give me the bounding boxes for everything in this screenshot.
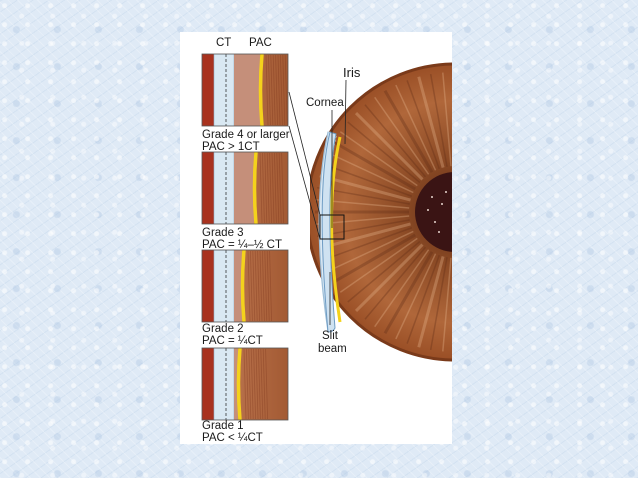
iris-striation	[259, 250, 263, 322]
iris-striation	[254, 250, 258, 322]
aqueous-band	[330, 136, 342, 323]
iris-fiber	[333, 233, 416, 284]
iris-fiber	[323, 227, 413, 261]
iris-striation	[265, 348, 268, 420]
pac-label: PAC	[249, 37, 272, 49]
gonioscopy-figure: Iris Cornea Slit beam CT PAC	[180, 32, 452, 444]
iris-fiber	[347, 240, 421, 303]
grade-3-title: Grade 3	[202, 227, 244, 239]
iris-fiber	[339, 237, 418, 293]
iris-striation	[264, 250, 268, 322]
iris-fiber	[323, 163, 413, 197]
iris-striation	[280, 54, 283, 126]
iris-striation	[271, 152, 275, 224]
iris-fiber	[406, 254, 440, 344]
slit-beam	[321, 131, 337, 333]
grade-1-title: Grade 1	[202, 420, 244, 432]
ct-label: CT	[216, 37, 231, 49]
iris-striation	[276, 152, 280, 224]
iris-label: Iris	[343, 65, 361, 80]
grade-1-rule: PAC < ¼CT	[202, 432, 263, 444]
iris-fiber	[374, 249, 430, 328]
iris-striation	[269, 152, 272, 224]
slit-label: Slit	[322, 330, 339, 342]
iris-striation	[250, 348, 254, 420]
iris-striation	[268, 54, 271, 126]
iris-striation	[252, 250, 256, 322]
grade-3-section	[202, 152, 288, 224]
grade-1-section	[202, 348, 288, 420]
iris-striation	[284, 54, 288, 126]
iris-striation	[255, 348, 259, 420]
grade-4-title: Grade 4 or larger	[202, 129, 290, 141]
iris-fiber	[319, 174, 411, 202]
iris-striation	[282, 54, 286, 126]
iris-striation	[272, 54, 276, 126]
iris-striation	[266, 152, 270, 224]
iris-fiber	[339, 131, 418, 187]
iris-fiber	[429, 257, 448, 351]
grade-4-section	[202, 54, 288, 126]
iris-fiber	[395, 253, 437, 340]
iris-striation	[265, 54, 269, 126]
iris-striation	[257, 250, 260, 322]
iris-striation	[274, 152, 277, 224]
iris-striation	[243, 348, 247, 420]
iris-striation	[246, 348, 249, 420]
iris-fiber	[364, 104, 427, 178]
iris-fiber	[442, 257, 452, 352]
iris-striation	[258, 348, 261, 420]
grade-2-section	[202, 250, 288, 322]
iris-fiber	[327, 152, 414, 194]
iris-striation	[275, 54, 278, 126]
iris-fiber	[364, 246, 427, 320]
iris-fiber	[406, 80, 440, 170]
iris-striation	[262, 152, 265, 224]
iris-fiber	[333, 140, 416, 191]
iris-fiber	[354, 111, 424, 181]
iris-disc	[310, 64, 452, 360]
iris-striation	[266, 250, 270, 322]
grade-2-rule: PAC = ¼CT	[202, 335, 263, 347]
iris-fiber	[383, 251, 434, 334]
iris-fiber	[429, 73, 448, 167]
iris-striation	[248, 348, 252, 420]
iris-fibers	[315, 72, 452, 352]
iris-striation	[270, 54, 274, 126]
iris-fiber	[319, 222, 411, 250]
cornea-label: Cornea	[306, 97, 344, 109]
iris-fiber	[442, 72, 452, 167]
iris-striation	[262, 348, 266, 420]
iris-striation	[260, 348, 264, 420]
iris-fiber	[417, 76, 445, 168]
iris-fiber	[395, 84, 437, 171]
iris-striation	[262, 250, 265, 322]
grade-2-title: Grade 2	[202, 323, 244, 335]
iris-fiber	[374, 96, 430, 175]
grade-4-rule: PAC > 1CT	[202, 141, 260, 153]
iris-leader	[344, 79, 347, 145]
diagram-canvas: Iris Cornea Slit beam CT PAC	[201, 37, 452, 444]
beam-label: beam	[318, 343, 347, 355]
iris-striation	[253, 348, 256, 420]
pupil	[415, 172, 452, 252]
iris-fiber	[383, 90, 434, 173]
iris-striation	[277, 54, 281, 126]
iris-striation	[259, 152, 263, 224]
iris-striation	[264, 152, 268, 224]
grade-panels	[201, 53, 289, 421]
grade-3-rule: PAC = ¼–½ CT	[202, 239, 282, 251]
iris-fiber	[354, 243, 424, 313]
iris-striation	[278, 152, 282, 224]
iris-fiber	[327, 230, 414, 272]
iris-fiber	[417, 256, 445, 348]
iris-striation	[250, 250, 253, 322]
iris-fiber	[347, 121, 421, 184]
iris-striation	[269, 250, 272, 322]
iris-striation	[281, 152, 284, 224]
iris-striation	[247, 250, 251, 322]
